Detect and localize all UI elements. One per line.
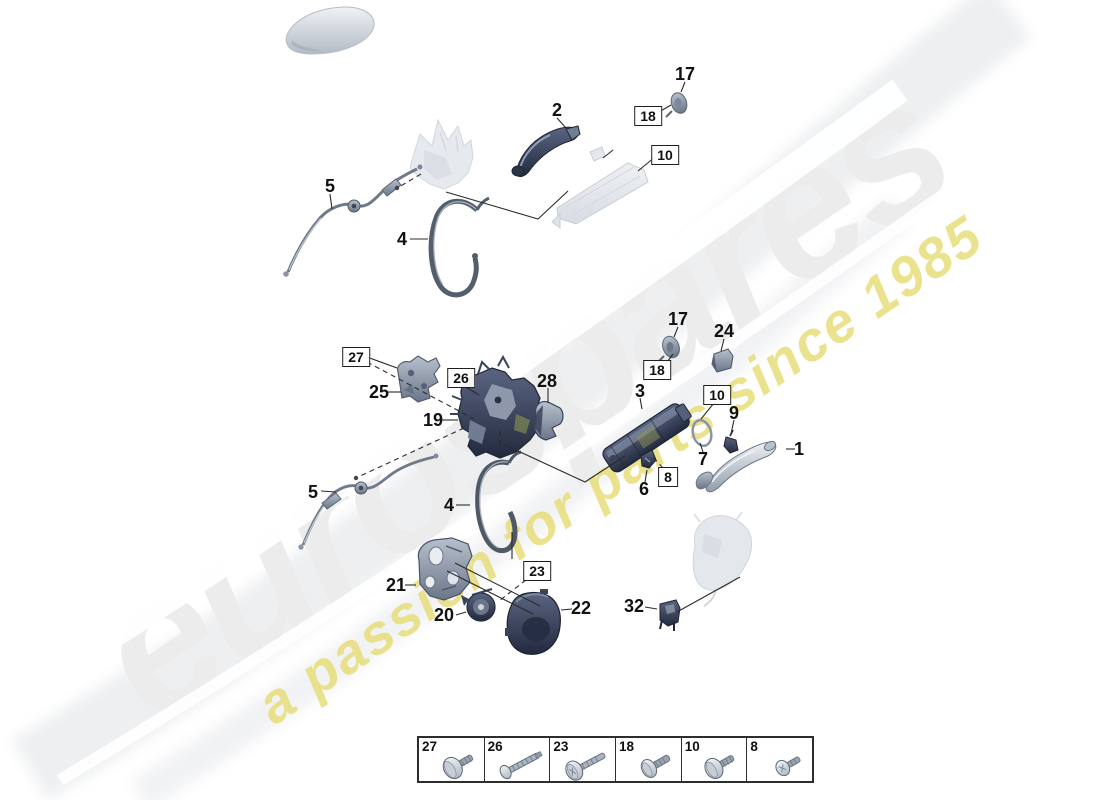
fastener-legend-table: 27 26 23 <box>417 736 814 783</box>
screw-icon <box>499 751 543 780</box>
callout-10[interactable]: 10 <box>703 385 731 405</box>
callout-18[interactable]: 18 <box>643 360 671 380</box>
callout-9[interactable]: 9 <box>728 403 740 423</box>
screw-icon <box>640 754 670 778</box>
fastener-cell-27[interactable]: 27 <box>419 738 485 781</box>
callout-1[interactable]: 1 <box>793 439 805 459</box>
callout-32[interactable]: 32 <box>623 596 645 616</box>
callout-21[interactable]: 21 <box>385 575 407 595</box>
callout-2[interactable]: 2 <box>551 100 563 120</box>
callout-3[interactable]: 3 <box>634 381 646 401</box>
callout-7[interactable]: 7 <box>697 449 709 469</box>
callout-17[interactable]: 17 <box>674 64 696 84</box>
callout-26[interactable]: 26 <box>447 368 475 388</box>
screw-icon <box>442 754 473 780</box>
screw-icon <box>565 752 606 781</box>
fastener-cell-23[interactable]: 23 <box>550 738 617 781</box>
fastener-cell-26[interactable]: 26 <box>485 738 551 781</box>
callout-8[interactable]: 8 <box>658 467 678 487</box>
callout-24[interactable]: 24 <box>713 321 735 341</box>
fastener-number: 8 <box>750 739 758 754</box>
fastener-cell-8[interactable]: 8 <box>747 738 812 781</box>
fastener-cell-10[interactable]: 10 <box>682 738 748 781</box>
callout-5[interactable]: 5 <box>307 482 319 502</box>
callout-22[interactable]: 22 <box>570 598 592 618</box>
fastener-cell-18[interactable]: 18 <box>616 738 682 781</box>
screw-icon <box>704 755 735 780</box>
callout-10[interactable]: 10 <box>651 145 679 165</box>
callout-25[interactable]: 25 <box>368 382 390 402</box>
callout-27[interactable]: 27 <box>342 347 370 367</box>
callout-4[interactable]: 4 <box>396 229 408 249</box>
screw-icon <box>775 756 801 777</box>
callout-18[interactable]: 18 <box>634 106 662 126</box>
callout-20[interactable]: 20 <box>433 605 455 625</box>
callout-17[interactable]: 17 <box>667 309 689 329</box>
callout-23[interactable]: 23 <box>523 561 551 581</box>
callout-19[interactable]: 19 <box>422 410 444 430</box>
callout-28[interactable]: 28 <box>536 371 558 391</box>
callout-5[interactable]: 5 <box>324 176 336 196</box>
callout-4[interactable]: 4 <box>443 495 455 515</box>
callout-6[interactable]: 6 <box>638 479 650 499</box>
